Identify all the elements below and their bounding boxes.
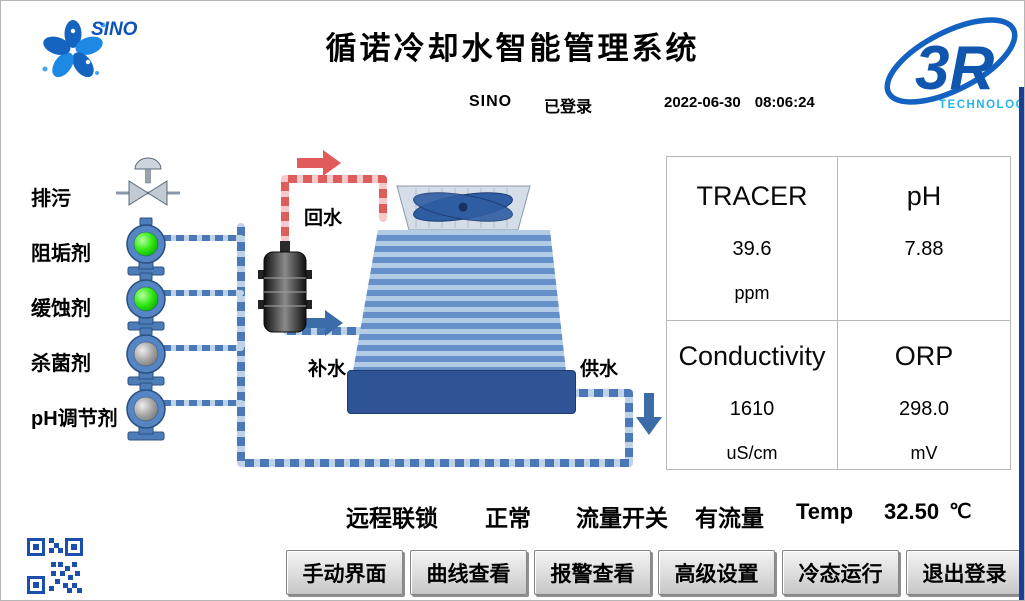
manual-screen-button[interactable]: 手动界面 [286, 550, 403, 595]
right-edge-bar [1019, 87, 1024, 600]
filter-vessel [258, 241, 312, 333]
cooling-tower-basin [347, 370, 576, 414]
label-ph-adjuster: pH调节剂 [31, 408, 118, 430]
pump-scale-inhibitor[interactable] [126, 217, 166, 276]
cold-run-button[interactable]: 冷态运行 [782, 550, 899, 595]
orp-cell: ORP 298.0 mV [838, 321, 1010, 469]
datetime: 2022-06-30 08:06:24 [664, 94, 829, 111]
return-pipe [281, 175, 387, 255]
advanced-settings-button[interactable]: 高级设置 [658, 550, 775, 595]
alarm-view-button[interactable]: 报警查看 [534, 550, 651, 595]
interlock-label: 远程联锁 [346, 505, 438, 531]
label-return-water: 回水 [304, 208, 343, 229]
pump-corrosion-inhibitor[interactable] [126, 272, 166, 331]
dosing-pipes [160, 235, 244, 406]
conductivity-cell: Conductivity 1610 uS/cm [667, 321, 838, 469]
sino-flower-icon [42, 20, 106, 78]
curve-view-button[interactable]: 曲线查看 [410, 550, 527, 595]
conductivity-value: 1610 [729, 398, 775, 420]
return-flow-arrow [297, 150, 341, 176]
flow-switch-label: 流量开关 [576, 505, 668, 531]
page-title: 循诺冷却水智能管理系统 [325, 31, 700, 66]
ph-name: pH [906, 181, 942, 211]
flow-switch-value: 有流量 [695, 505, 764, 531]
nav-button-row: 手动界面 曲线查看 报警查看 高级设置 冷态运行 退出登录 [286, 550, 1023, 595]
sino-logo-text: SINO [91, 19, 138, 40]
makeup-flow-arrow [301, 310, 343, 336]
3r-logo-subtext: TECHNOLOGY [939, 99, 1023, 111]
time-text: 08:06:24 [754, 94, 815, 111]
cooling-tower-body [353, 230, 566, 371]
temp-label: Temp [796, 499, 854, 524]
label-blowdown: 排污 [31, 188, 71, 210]
tracer-name: TRACER [696, 181, 808, 211]
sino-logo: SINO [42, 19, 138, 78]
label-scale-inhibitor: 阻垢剂 [31, 243, 91, 265]
3r-technology-logo: 3R TECHNOLOGY [884, 17, 1023, 111]
interlock-value: 正常 [485, 505, 531, 531]
tracer-value: 39.6 [732, 238, 772, 260]
label-biocide: 杀菌剂 [31, 353, 91, 375]
tracer-unit: ppm [734, 283, 770, 303]
conductivity-name: Conductivity [678, 341, 826, 371]
qr-code-icon [27, 538, 83, 594]
pump-ph-adjuster[interactable] [126, 382, 166, 441]
label-corrosion-inhibitor: 缓蚀剂 [31, 298, 91, 320]
orp-name: ORP [894, 341, 954, 371]
orbit-swoosh-icon [884, 17, 1018, 105]
3r-logo-text: 3R [915, 34, 994, 103]
temp-unit: ℃ [949, 501, 972, 523]
orp-value: 298.0 [898, 398, 950, 420]
tracer-cell: TRACER 39.6 ppm [667, 157, 838, 321]
pump-biocide[interactable] [126, 327, 166, 386]
orp-unit: mV [910, 443, 938, 463]
login-status: 已登录 [544, 99, 593, 116]
label-supply-water: 供水 [580, 359, 619, 380]
ph-value: 7.88 [904, 238, 944, 260]
conductivity-unit: uS/cm [726, 443, 778, 463]
tower-fan [396, 185, 531, 231]
label-makeup-water: 补水 [308, 359, 347, 380]
temp-value: 32.50 [884, 499, 940, 524]
logged-in-user: SINO [469, 93, 513, 110]
measurement-panel: TRACER 39.6 ppm pH 7.88 Conductivity 161… [666, 156, 1011, 470]
ph-cell: pH 7.88 [838, 157, 1010, 321]
blowdown-valve[interactable] [116, 157, 180, 206]
logout-button[interactable]: 退出登录 [906, 550, 1023, 595]
date-text: 2022-06-30 [664, 94, 741, 111]
supply-flow-arrow [636, 393, 662, 435]
